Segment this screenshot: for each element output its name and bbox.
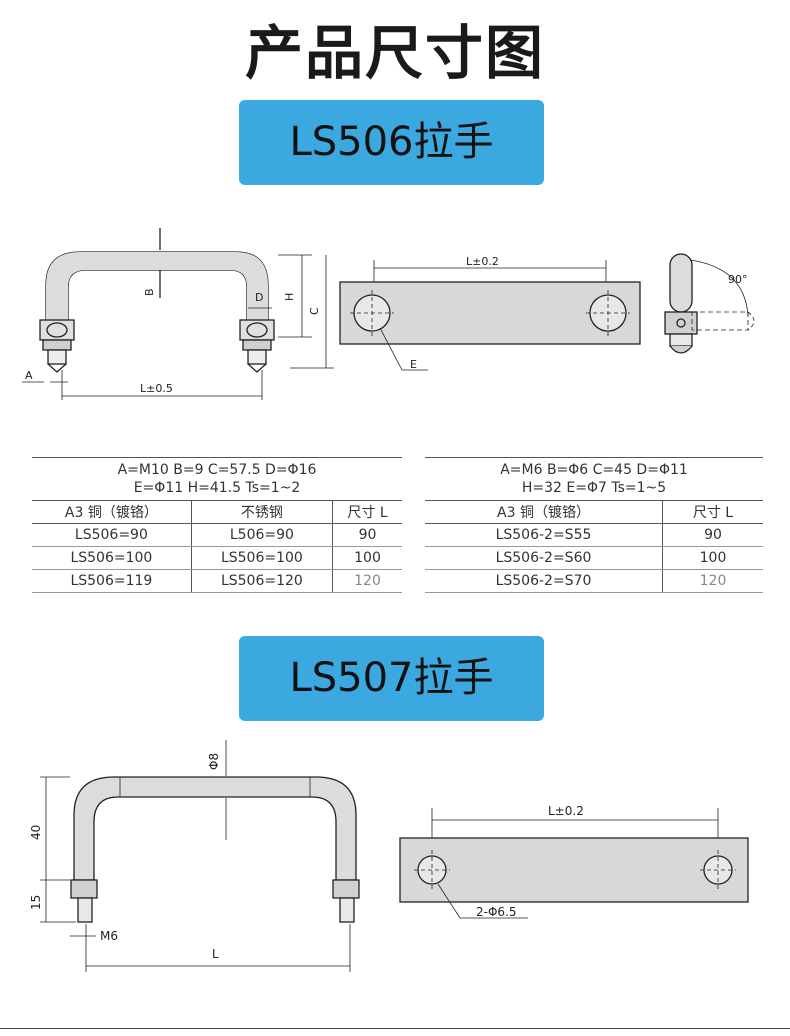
dim-c-label: C (308, 307, 321, 315)
table-cell: LS506-2=S60 (425, 546, 663, 570)
table-cell: L506=90 (190, 523, 333, 547)
dim-a-label: A (25, 369, 33, 382)
table-cell: LS506-2=S70 (425, 569, 663, 593)
spec-line-2: E=Φ11 H=41.5 Ts=1~2 (133, 480, 301, 496)
ls506-plate-view (339, 260, 641, 371)
column-header: A3 铜（镀铬） (32, 500, 192, 524)
dim-phi8-label: Φ8 (207, 753, 221, 770)
column-header: 尺寸 L (661, 500, 763, 524)
dim-15-label: 15 (29, 895, 43, 910)
ls507-plate-view (399, 808, 749, 919)
table-cell: 90 (661, 523, 763, 547)
dim-40-label: 40 (29, 825, 43, 840)
spec-line-1: A=M10 B=9 C=57.5 D=Φ16 (117, 462, 317, 478)
spec-header: A=M6 B=Φ6 C=45 D=Φ11 H=32 E=Φ7 Ts=1~5 (425, 457, 763, 501)
ls507-drawings: Φ8 40 15 M6 L L±0.2 2-Φ6.5 (29, 740, 749, 972)
ls507-handle-front-view (40, 740, 360, 972)
spec-line-2: H=32 E=Φ7 Ts=1~5 (521, 480, 667, 496)
spec-header: A=M10 B=9 C=57.5 D=Φ16 E=Φ11 H=41.5 Ts=1… (32, 457, 402, 501)
page-title: 产品尺寸图 (244, 19, 545, 87)
ls506-handle-front-view (22, 228, 334, 400)
dim-l-plate-label: L±0.2 (548, 804, 584, 818)
bottom-divider (0, 1028, 790, 1029)
dim-e-label: E (410, 358, 417, 371)
holes-label: 2-Φ6.5 (476, 905, 517, 919)
table-cell: 120 (661, 569, 763, 593)
table-cell: LS506=90 (32, 523, 192, 547)
dim-m6-label: M6 (100, 929, 118, 943)
table-cell: 120 (332, 569, 402, 593)
table-cell: LS506-2=S55 (425, 523, 663, 547)
ls506-side-view (664, 253, 755, 354)
table-cell: 100 (661, 546, 763, 570)
table-cell: LS506=119 (32, 569, 192, 593)
spec-line-1: A=M6 B=Φ6 C=45 D=Φ11 (500, 462, 688, 478)
ls506-title-badge: LS506拉手 (239, 100, 544, 185)
dim-d-label: D (255, 291, 263, 304)
dim-l-handle-label: L±0.5 (140, 382, 173, 395)
column-header: A3 铜（镀铬） (425, 500, 663, 524)
dim-b-label: B (143, 288, 156, 296)
table-cell: LS506=100 (32, 546, 192, 570)
angle-label: 90° (728, 273, 748, 286)
table-cell: 90 (332, 523, 402, 547)
ls506-spec-table: A=M10 B=9 C=57.5 D=Φ16 E=Φ11 H=41.5 Ts=1… (32, 457, 402, 593)
dim-l-plate-label: L±0.2 (466, 255, 499, 268)
table-cell: LS506=100 (190, 546, 333, 570)
table-cell: 100 (332, 546, 402, 570)
table-cell: LS506=120 (190, 569, 333, 593)
dim-l-label: L (212, 947, 219, 961)
ls506-drawings: B D H C A L±0.5 L±0.2 E 90° (22, 228, 755, 400)
column-header: 不锈钢 (190, 500, 333, 524)
column-header: 尺寸 L (332, 500, 402, 524)
ls506-2-spec-table: A=M6 B=Φ6 C=45 D=Φ11 H=32 E=Φ7 Ts=1~5 A3… (425, 457, 763, 593)
dim-h-label: H (283, 293, 296, 301)
ls507-title-badge: LS507拉手 (239, 636, 544, 721)
